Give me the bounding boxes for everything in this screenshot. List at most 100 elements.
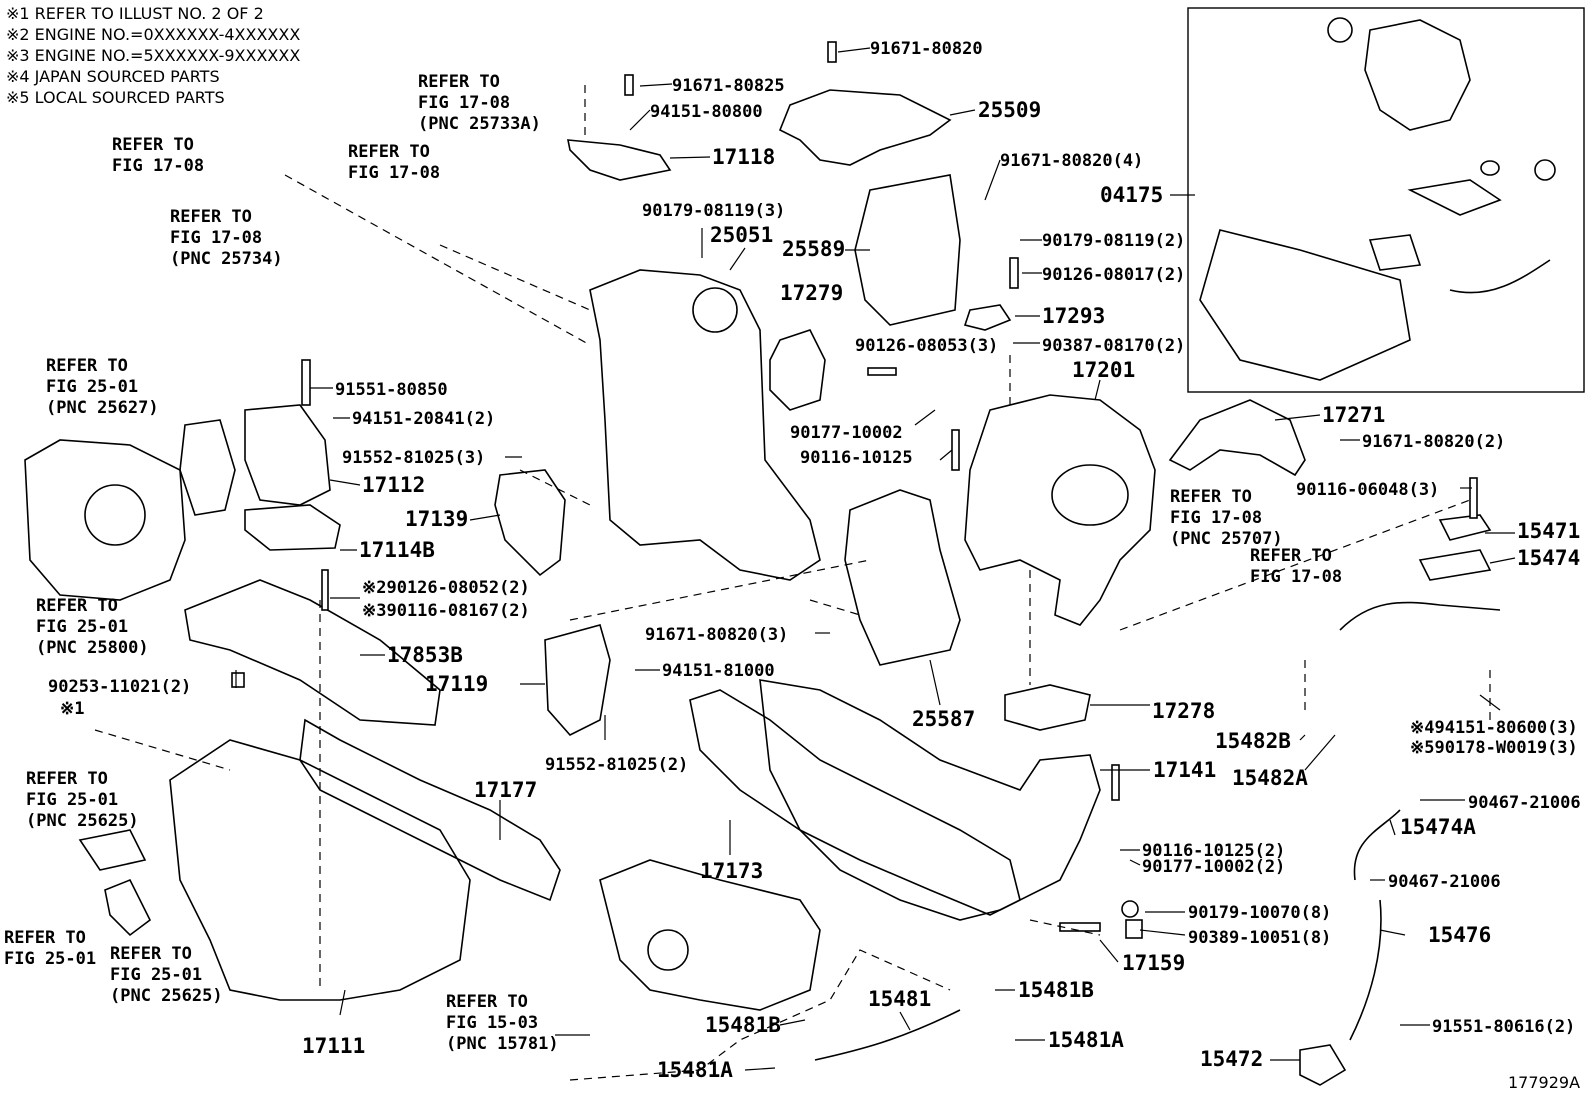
part-25589 — [854, 174, 961, 326]
part-17177 — [299, 718, 561, 902]
label-17293: 17293 — [1042, 304, 1105, 328]
part-15481 — [814, 1009, 961, 1061]
label-17141: 17141 — [1153, 758, 1216, 782]
bolt-91551-80850 — [301, 359, 311, 406]
label-25589: 25589 — [782, 237, 845, 261]
label-90179-10070-8: 90179-10070(8) — [1188, 903, 1331, 923]
svg-text:FIG 17-08: FIG 17-08 — [1250, 567, 1342, 587]
inset-ring — [1480, 160, 1500, 176]
part-bracket-25625 — [78, 829, 147, 871]
part-25509 — [778, 89, 952, 166]
inset-gasket-2 — [1534, 159, 1556, 181]
relation-lines — [94, 85, 1491, 1081]
label-90179-08119-3: 90179-08119(3) — [642, 201, 785, 221]
label-25587: 25587 — [912, 707, 975, 731]
svg-text:FIG 25-01: FIG 25-01 — [110, 965, 202, 985]
ref-fig-15-03: REFER TO FIG 15-03 (PNC 15781) — [446, 992, 559, 1054]
label-90177-10002-2: 90177-10002(2) — [1142, 857, 1285, 877]
ref-fig-17-08-e: REFER TO FIG 17-08 (PNC 25707) — [1170, 487, 1283, 549]
note-3: ※3 ENGINE NO.=5XXXXXX-9XXXXXX — [6, 46, 300, 65]
label-90116-10125: 90116-10125 — [800, 448, 913, 468]
label-91551-80850: 91551-80850 — [335, 380, 448, 400]
inset-turbo — [1364, 19, 1471, 131]
label-91671-80820-2: 91671-80820(2) — [1362, 432, 1505, 452]
label-90116-10125-2: 90116-10125(2) — [1142, 841, 1285, 861]
part-17112 — [244, 404, 331, 506]
note-2: ※2 ENGINE NO.=0XXXXXX-4XXXXXX — [6, 25, 300, 44]
label-15481A-left: 15481A — [657, 1058, 733, 1082]
bolt-91671-80825 — [624, 74, 634, 96]
svg-text:FIG 25-01: FIG 25-01 — [4, 949, 96, 969]
part-17271 — [1168, 399, 1306, 477]
svg-text:REFER TO: REFER TO — [4, 928, 86, 948]
label-17114B: 17114B — [359, 538, 435, 562]
label-90387-08170-2: 90387-08170(2) — [1042, 336, 1185, 356]
svg-text:REFER TO: REFER TO — [348, 142, 430, 162]
ref-fig-25-01-d: REFER TO FIG 25-01 — [4, 928, 96, 969]
label-94151-81000: 94151-81000 — [662, 661, 775, 681]
label-17118: 17118 — [712, 145, 775, 169]
part-15472 — [1299, 1044, 1347, 1086]
svg-text:FIG 15-03: FIG 15-03 — [446, 1013, 538, 1033]
part-water-outlet — [647, 929, 689, 971]
part-17201 — [964, 394, 1156, 626]
svg-text:REFER TO: REFER TO — [1170, 487, 1252, 507]
note-5: ※5 LOCAL SOURCED PARTS — [6, 88, 225, 107]
part-17278 — [1004, 684, 1091, 731]
svg-text:FIG 25-01: FIG 25-01 — [46, 377, 138, 397]
part-17279 — [769, 329, 826, 411]
svg-text:FIG 17-08: FIG 17-08 — [418, 93, 510, 113]
part-labels: 91671-80820 25509 91671-80825 94151-8080… — [48, 39, 1581, 1092]
svg-text:FIG 25-01: FIG 25-01 — [36, 617, 128, 637]
stud-90116-10125-2 — [1111, 764, 1120, 801]
label-91671-80820-4: 91671-80820(4) — [1000, 151, 1143, 171]
label-91671-80825: 91671-80825 — [672, 76, 785, 96]
leader-lines — [235, 47, 1516, 1071]
svg-text:(PNC 25707): (PNC 25707) — [1170, 529, 1283, 549]
part-engine-block — [599, 859, 821, 1011]
note-4: ※4 JAPAN SOURCED PARTS — [6, 67, 220, 86]
label-17279: 17279 — [780, 281, 843, 305]
label-17173: 17173 — [700, 859, 763, 883]
note-1: ※1 REFER TO ILLUST NO. 2 OF 2 — [6, 4, 264, 23]
label-90177-10002: 90177-10002 — [790, 423, 903, 443]
bolt-91671-80820 — [827, 41, 837, 63]
label-15474A: 15474A — [1400, 815, 1476, 839]
ref-fig-25-01-b: REFER TO FIG 25-01 (PNC 25800) — [36, 596, 149, 658]
ref-fig-25-01-e: REFER TO FIG 25-01 (PNC 25625) — [110, 944, 223, 1006]
svg-text:(PNC 25733A): (PNC 25733A) — [418, 114, 541, 134]
svg-text:(PNC 25800): (PNC 25800) — [36, 638, 149, 658]
part-15474-pipe — [1339, 601, 1501, 631]
part-17139 — [494, 469, 566, 577]
svg-text:REFER TO: REFER TO — [446, 992, 528, 1012]
svg-text:(PNC 25625): (PNC 25625) — [110, 986, 223, 1006]
svg-text:FIG 17-08: FIG 17-08 — [1170, 508, 1262, 528]
label-star-1: ※1 — [60, 699, 84, 719]
label-94151-20841-2: 94151-20841(2) — [352, 409, 495, 429]
label-90467-21006-a: 90467-21006 — [1468, 793, 1581, 813]
part-15476 — [1349, 899, 1382, 1041]
svg-text:REFER TO: REFER TO — [110, 944, 192, 964]
parts-drawing — [24, 41, 1501, 1086]
part-15471 — [1438, 514, 1492, 541]
part-17293 — [963, 304, 1012, 331]
part-25587 — [844, 489, 961, 666]
spacer-90389-10051 — [1125, 919, 1143, 939]
refer-callouts: REFER TO FIG 17-08 REFER TO FIG 17-08 (P… — [4, 72, 1342, 1054]
svg-text:REFER TO: REFER TO — [46, 356, 128, 376]
part-15474 — [1418, 549, 1492, 581]
stud-90126-08017 — [1009, 257, 1019, 289]
label-04175: 04175 — [1100, 183, 1163, 207]
label-90253-11021-2: 90253-11021(2) — [48, 677, 191, 697]
label-15476: 15476 — [1428, 923, 1491, 947]
label-94151-80600: ※494151-80600(3) — [1410, 718, 1578, 738]
label-15481B-right: 15481B — [1018, 978, 1094, 1002]
label-17201: 17201 — [1072, 358, 1135, 382]
figure-id: 177929A — [1508, 1073, 1580, 1092]
svg-text:REFER TO: REFER TO — [1250, 546, 1332, 566]
part-17119 — [544, 624, 611, 736]
inset-flange — [1368, 234, 1422, 271]
svg-text:FIG 25-01: FIG 25-01 — [26, 790, 118, 810]
label-25051: 25051 — [710, 223, 773, 247]
